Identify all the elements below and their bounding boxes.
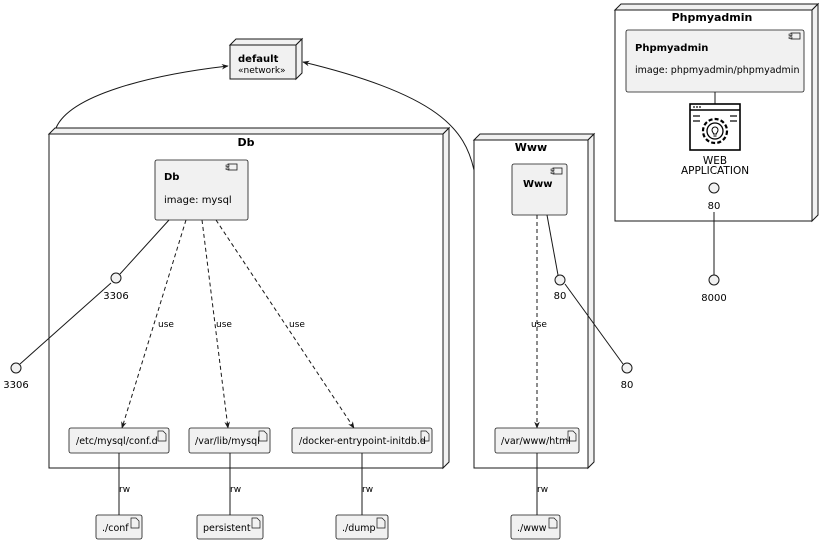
edge-db-port-host xyxy=(19,282,112,365)
edge-use-label: use xyxy=(531,320,547,330)
edge-www-port xyxy=(546,214,559,276)
edge-db-network xyxy=(55,63,229,129)
host-dir-conf-label: ./conf xyxy=(102,523,129,534)
volume-var-www-html-label: /var/www/html xyxy=(501,436,571,447)
component-db: Db image: mysql xyxy=(154,159,249,221)
host-dir-www-label: ./www xyxy=(517,523,547,534)
component-phpmyadmin: Phpmyadmin image: phpmyadmin/phpmyadmin xyxy=(625,29,805,93)
component-db-image: image: mysql xyxy=(164,195,232,206)
port-www-inner xyxy=(554,274,566,286)
volume-conf-d: /etc/mysql/conf.d xyxy=(68,427,170,454)
network-stereotype: «network» xyxy=(238,66,286,76)
edge-rw-label: rw xyxy=(362,485,373,495)
edge-use-label: use xyxy=(216,320,232,330)
volume-conf-d-label: /etc/mysql/conf.d xyxy=(76,436,158,447)
component-phpmyadmin-name: Phpmyadmin xyxy=(635,43,708,54)
edge-www-port-host xyxy=(564,283,624,365)
port-pma-inner xyxy=(708,182,720,194)
node-db-title: Db xyxy=(237,136,254,149)
port-www-outer xyxy=(621,362,633,374)
port-db-outer xyxy=(10,362,22,374)
port-db-inner xyxy=(110,272,122,284)
file-icon xyxy=(548,517,558,529)
node-phpmyadmin-title: Phpmyadmin xyxy=(672,11,753,24)
file-icon xyxy=(157,430,167,442)
port-pma-outer xyxy=(708,274,720,286)
component-www-name: Www xyxy=(523,179,553,190)
component-icon xyxy=(790,32,801,40)
host-dir-dump: ./dump xyxy=(335,514,389,540)
volume-var-lib-mysql: /var/lib/mysql xyxy=(188,427,271,454)
port-www-inner-label: 80 xyxy=(554,291,567,302)
component-db-name: Db xyxy=(164,172,179,183)
web-app-label-line1: WEB xyxy=(703,155,727,167)
port-pma-outer-label: 8000 xyxy=(701,293,726,304)
edge-rw-label: rw xyxy=(537,485,548,495)
edge-use-conf xyxy=(121,219,187,429)
file-icon xyxy=(258,430,268,442)
file-icon xyxy=(251,517,261,529)
file-icon xyxy=(567,430,577,442)
component-icon xyxy=(227,163,238,171)
file-icon xyxy=(420,430,430,442)
web-application-icon xyxy=(689,103,741,151)
edge-use-label: use xyxy=(158,320,174,330)
edge-rw-label: rw xyxy=(230,485,241,495)
port-db-outer-label: 3306 xyxy=(3,380,28,391)
host-dir-conf: ./conf xyxy=(95,514,143,540)
component-www: Www xyxy=(511,163,568,216)
host-dir-www: ./www xyxy=(510,514,561,540)
volume-var-www-html: /var/www/html xyxy=(494,427,580,454)
network-default: default «network» xyxy=(228,37,304,81)
file-icon xyxy=(376,517,386,529)
port-www-outer-label: 80 xyxy=(621,380,634,391)
node-www-title: Www xyxy=(515,141,547,154)
web-app-label-line2: APPLICATION xyxy=(681,165,749,177)
port-pma-inner-label: 80 xyxy=(708,201,721,212)
component-icon xyxy=(552,167,563,175)
component-phpmyadmin-image: image: phpmyadmin/phpmyadmin xyxy=(635,65,799,76)
edge-use-label: use xyxy=(289,320,305,330)
edge-www-network xyxy=(302,60,475,171)
port-db-inner-label: 3306 xyxy=(103,291,128,302)
volume-initdb: /docker-entrypoint-initdb.d xyxy=(291,427,433,454)
network-name: default xyxy=(238,54,279,65)
edge-rw-label: rw xyxy=(119,485,130,495)
file-icon xyxy=(130,517,140,529)
volume-var-lib-mysql-label: /var/lib/mysql xyxy=(195,436,260,447)
host-dir-dump-label: ./dump xyxy=(342,523,376,534)
host-dir-persistent: persistent xyxy=(196,514,264,540)
host-dir-persistent-label: persistent xyxy=(203,523,251,534)
volume-initdb-label: /docker-entrypoint-initdb.d xyxy=(299,436,426,447)
edge-db-port xyxy=(119,219,170,275)
